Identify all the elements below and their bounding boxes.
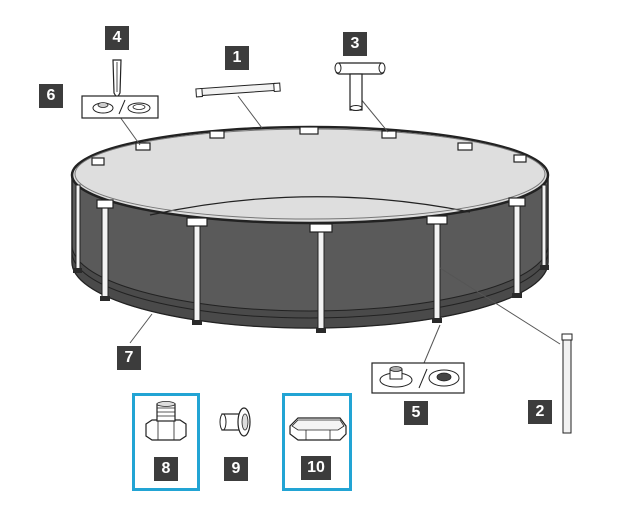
joint-pin-icon [112, 59, 122, 100]
vertical-leg-icon [561, 333, 573, 434]
flow-adapter-icon [219, 407, 251, 437]
part-label-8: 8 [154, 457, 178, 481]
strainer-connector-icon [145, 401, 187, 441]
leg-cap-icon [371, 362, 465, 394]
part-label-6: 6 [39, 84, 63, 108]
pool-illustration [70, 125, 550, 333]
back-joints [91, 126, 527, 166]
part-label-10: 10 [301, 456, 331, 480]
highlight-box-part-8 [132, 393, 200, 491]
part-label-7: 7 [117, 346, 141, 370]
pool-bottom-band [71, 244, 549, 329]
part-label-2: 2 [528, 400, 552, 424]
part-label-3: 3 [343, 32, 367, 56]
leader-lines [119, 95, 561, 364]
leg-seal-icon [81, 95, 159, 119]
highlight-box-part-10 [282, 393, 352, 491]
part-label-4: 4 [105, 26, 129, 50]
part-label-1: 1 [225, 46, 249, 70]
horizontal-beam-icon [195, 82, 281, 98]
part-label-5: 5 [404, 401, 428, 425]
t-joint-icon [334, 62, 386, 111]
front-legs [73, 184, 549, 333]
part-label-9: 9 [224, 457, 248, 481]
drain-cap-icon [289, 417, 347, 441]
